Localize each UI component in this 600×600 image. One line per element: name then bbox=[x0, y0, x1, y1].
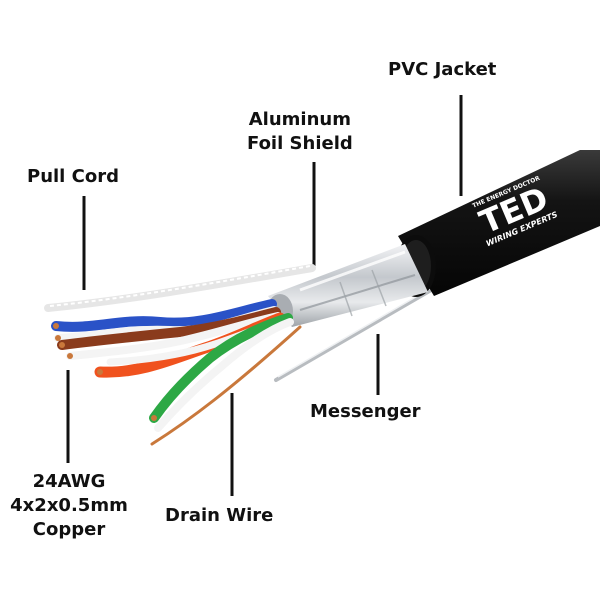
pair-blue bbox=[51, 299, 277, 332]
label-aluminum-line-2: Foil Shield bbox=[247, 133, 353, 154]
label-pull-cord: Pull Cord bbox=[27, 166, 119, 187]
label-aluminum-line-1: Aluminum bbox=[248, 109, 351, 130]
pull-cord bbox=[44, 264, 316, 312]
pair-brown bbox=[57, 307, 281, 350]
drain-wire bbox=[150, 325, 302, 446]
label-messenger: Messenger bbox=[310, 401, 421, 422]
messenger-wire bbox=[274, 280, 447, 382]
label-conductor-line-2: 4x2x0.5mm bbox=[10, 495, 128, 516]
label-conductor-line-1: 24AWG bbox=[32, 471, 106, 492]
pointer-lines bbox=[66, 95, 463, 496]
label-conductor-line-3: Copper bbox=[32, 519, 106, 540]
copper-ends bbox=[53, 323, 157, 421]
twisted-pairs bbox=[51, 299, 294, 432]
label-conductor: 24AWG 4x2x0.5mm Copper bbox=[4, 470, 134, 542]
label-pvc-jacket: PVC Jacket bbox=[388, 59, 497, 80]
label-aluminum-foil-shield: Aluminum Foil Shield bbox=[247, 108, 353, 156]
label-drain-wire: Drain Wire bbox=[165, 505, 274, 526]
pair-green bbox=[149, 313, 293, 423]
